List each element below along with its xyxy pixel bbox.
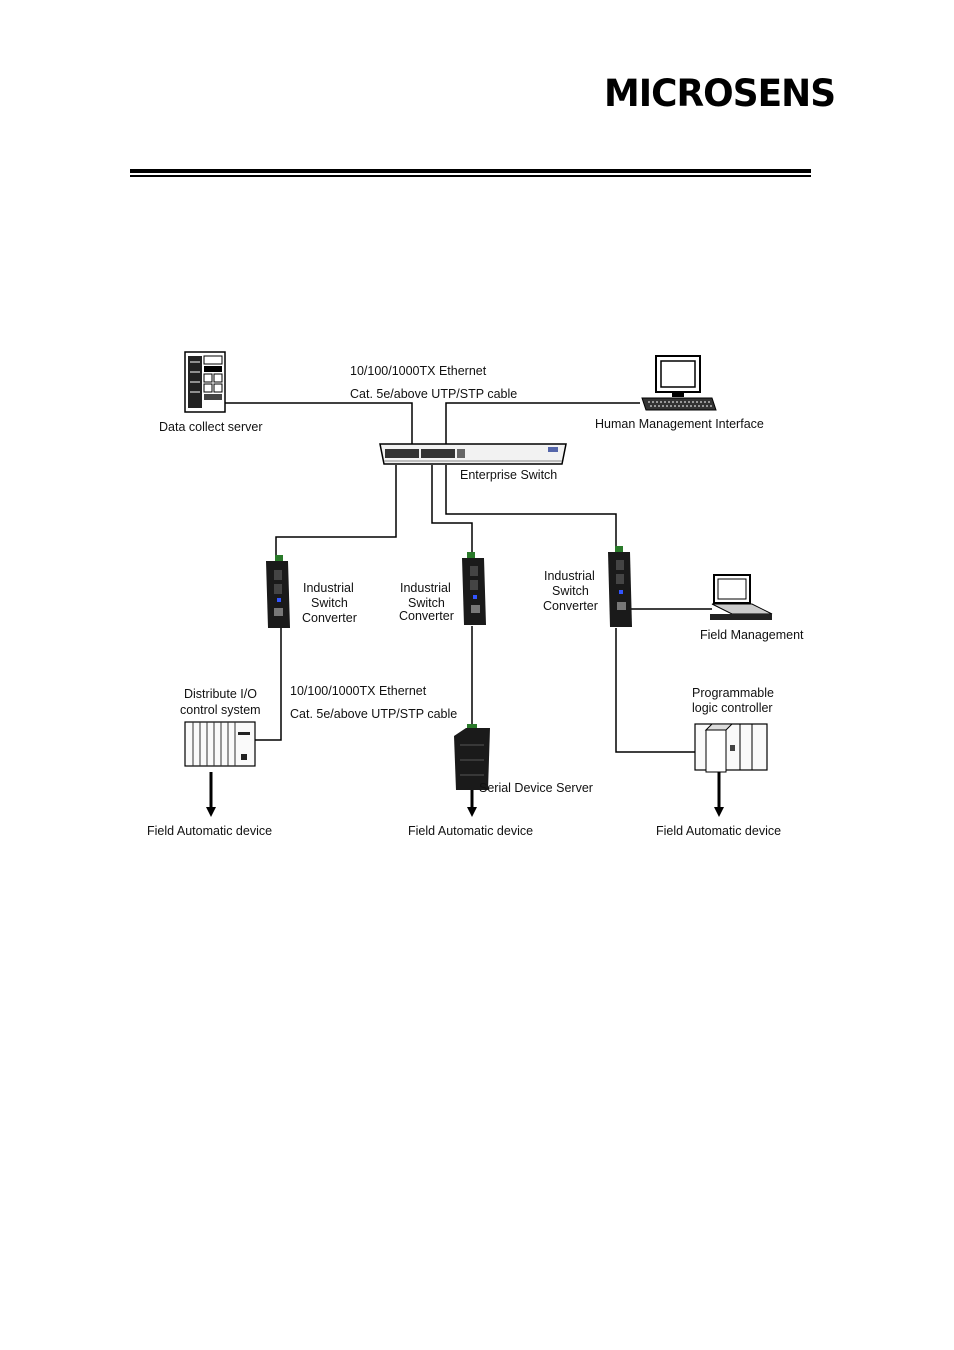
distributed-io-icon: [184, 721, 256, 767]
converter-left-line2: Switch: [311, 596, 348, 610]
human-management-interface-label: Human Management Interface: [595, 417, 764, 431]
field-management-label: Field Management: [700, 628, 804, 642]
switch-to-right-converter-line: [445, 465, 617, 549]
distribute-io-line1: Distribute I/O: [184, 687, 257, 701]
converter-right-line1: Industrial: [544, 569, 595, 583]
laptop-icon: [710, 574, 773, 620]
switch-to-left-converter-line: [275, 465, 397, 558]
enterprise-switch-label: Enterprise Switch: [460, 468, 557, 482]
header-rule-thin: [130, 175, 811, 177]
field-device-right-label: Field Automatic device: [656, 824, 781, 838]
cable-top-line2: Cat. 5e/above UTP/STP cable: [350, 387, 517, 401]
field-device-mid-label: Field Automatic device: [408, 824, 533, 838]
plc-line1: Programmable: [692, 686, 774, 700]
hmi-to-switch-line: [445, 402, 640, 444]
converter-left-line3: Converter: [302, 611, 357, 625]
left-converter-to-dio-line: [255, 628, 282, 741]
right-converter-to-plc-line: [615, 628, 696, 753]
converter-mid-line2: Switch: [408, 596, 445, 610]
industrial-converter-right-icon: [608, 546, 632, 627]
workstation-icon: [641, 355, 717, 411]
server-to-switch-line: [225, 402, 413, 444]
industrial-converter-mid-icon: [462, 552, 486, 625]
distribute-io-line2: control system: [180, 703, 261, 717]
cable-top-line1: 10/100/1000TX Ethernet: [350, 364, 487, 378]
converter-mid-line3: Converter: [399, 609, 454, 623]
plc-icon: [694, 723, 768, 773]
diagram-labels: 10/100/1000TX Ethernet Cat. 5e/above UTP…: [147, 364, 804, 838]
cable-bottom-line2: Cat. 5e/above UTP/STP cable: [290, 707, 457, 721]
converter-right-line3: Converter: [543, 599, 598, 613]
connection-lines: [225, 402, 712, 753]
serial-device-server-icon: [454, 724, 490, 790]
field-device-left-label: Field Automatic device: [147, 824, 272, 838]
industrial-converter-left-icon: [266, 555, 290, 628]
converter-left-line1: Industrial: [303, 581, 354, 595]
switch-to-mid-converter-line: [431, 465, 473, 555]
microsens-logo: MICROSENS: [604, 72, 836, 115]
converter-right-line2: Switch: [552, 584, 589, 598]
data-collect-server-label: Data collect server: [159, 420, 263, 434]
serial-device-server-label: Serial Device Server: [479, 781, 593, 795]
header-rule: [130, 169, 811, 173]
cable-bottom-line1: 10/100/1000TX Ethernet: [290, 684, 427, 698]
plc-line2: logic controller: [692, 701, 773, 715]
server-rack-icon: [184, 351, 226, 413]
enterprise-switch-icon: [379, 443, 567, 465]
converter-mid-line1: Industrial: [400, 581, 451, 595]
